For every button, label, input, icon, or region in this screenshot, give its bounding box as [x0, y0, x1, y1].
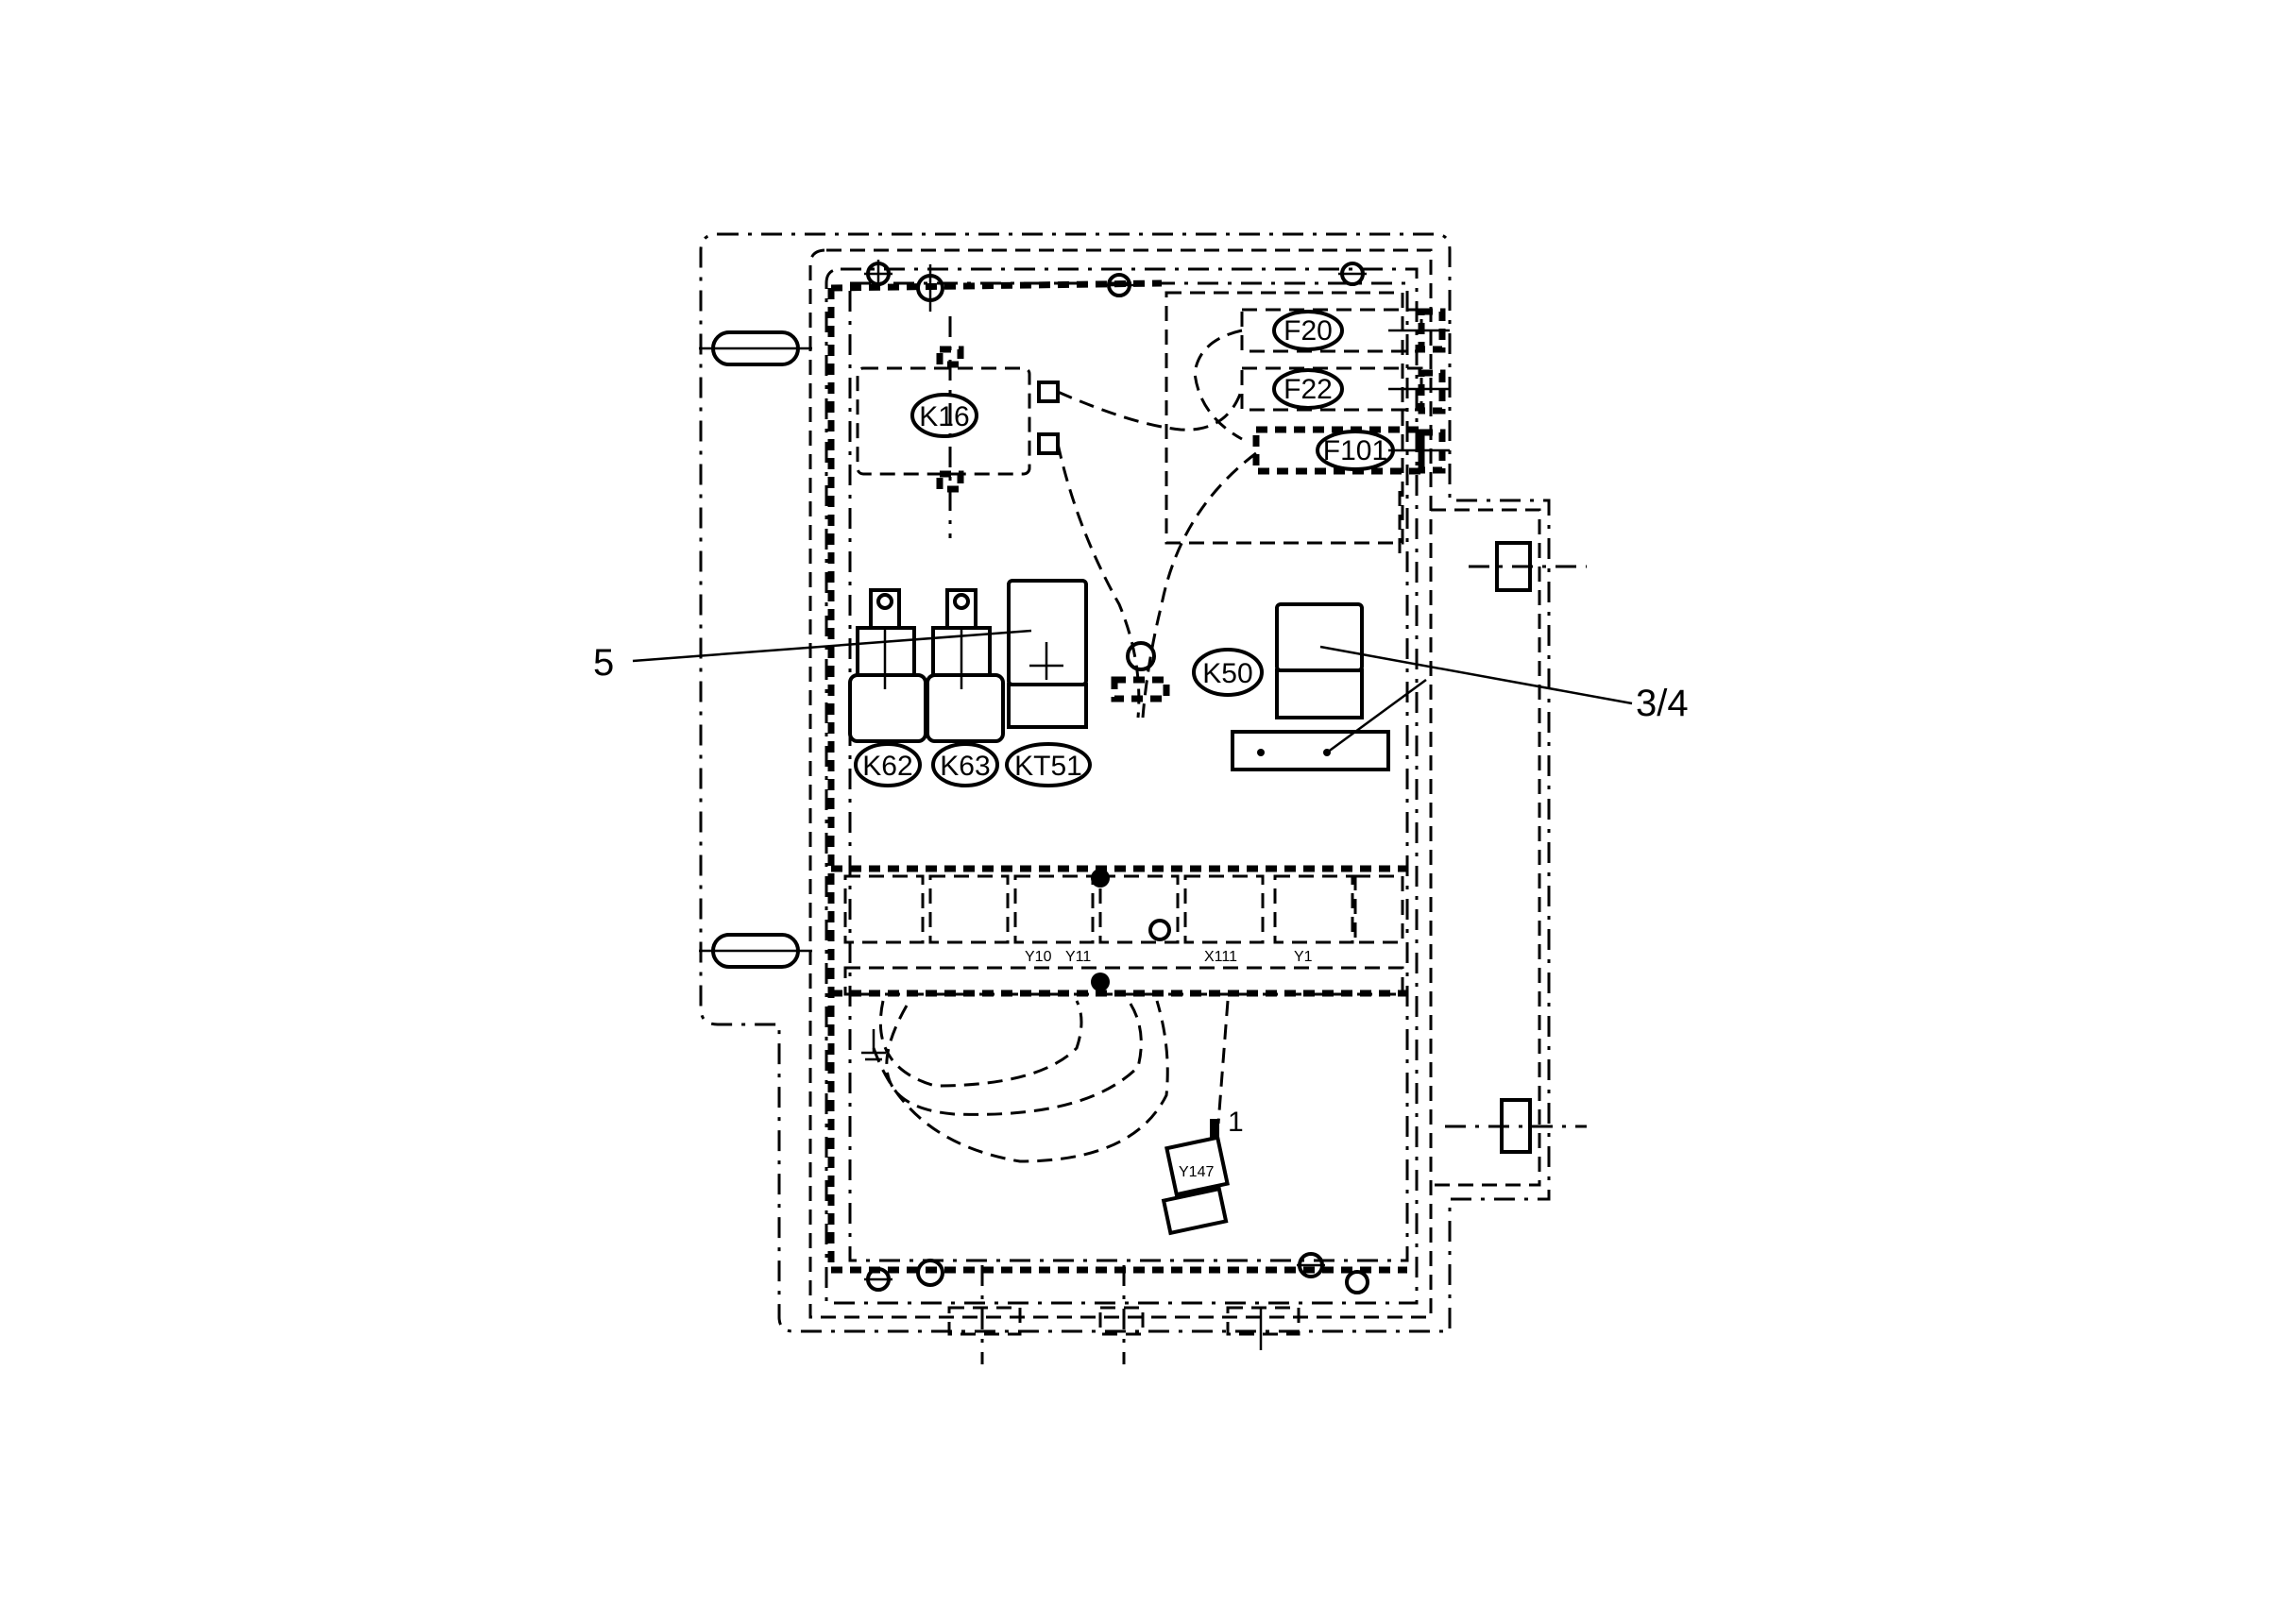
- callout-5-label: 5: [593, 642, 614, 684]
- relay-k50: K50: [1192, 602, 1390, 771]
- kt51-label: KT51: [1014, 751, 1082, 782]
- ground-point: [1111, 641, 1170, 702]
- fuse-f20: F20: [1240, 308, 1423, 353]
- f22-label: F22: [1284, 374, 1333, 405]
- callout-3-4: 3/4: [1319, 645, 1689, 754]
- cable-glands: [947, 1265, 1300, 1364]
- screw-top-left: [864, 260, 892, 288]
- f20-label: F20: [1284, 315, 1333, 347]
- k16-contactor: K16: [856, 316, 1060, 538]
- f101-label: F101: [1323, 435, 1387, 466]
- enclosure-inner: [808, 248, 1433, 1319]
- y147-label: Y147: [1179, 1164, 1214, 1180]
- k50-label: K50: [1202, 658, 1252, 689]
- callout-1: 1: [1228, 1107, 1244, 1138]
- terminal-y1: Y1: [1294, 949, 1313, 965]
- callout-3-4-label: 3/4: [1636, 683, 1689, 724]
- k63-label: K63: [940, 751, 990, 782]
- screw-bottom-far-right: [1345, 1270, 1369, 1294]
- fuse-terminals: [1388, 308, 1450, 557]
- enclosure-outer: [699, 232, 1551, 1333]
- sensor-y147: Y147 1: [1161, 1000, 1244, 1236]
- screw-bottom-right: [1297, 1252, 1325, 1278]
- side-bracket: [1431, 508, 1541, 1187]
- screw-top-2: [916, 264, 944, 312]
- screw-bottom-left: [864, 1267, 892, 1292]
- k62-label: K62: [862, 751, 912, 782]
- side-mount-parts: [1445, 541, 1587, 1154]
- screw-top-right: [1338, 262, 1367, 286]
- terminal-y11: Y11: [1065, 949, 1091, 965]
- terminal-x111: X111: [1204, 949, 1237, 965]
- callout-5: 5: [593, 629, 1032, 684]
- timer-relay-kt51: KT51: [1005, 579, 1092, 787]
- screw-bottom-2: [916, 1259, 944, 1287]
- relay-k62: K62: [848, 588, 927, 787]
- enclosure-inner-2: [824, 267, 1419, 1305]
- relay-k63: K63: [926, 588, 1005, 787]
- k16-label: K16: [919, 401, 969, 432]
- terminal-y10: Y10: [1025, 949, 1052, 965]
- terminal-strip: Y10 Y11 X111 Y1: [831, 865, 1407, 997]
- screw-top-mid: [1105, 273, 1133, 297]
